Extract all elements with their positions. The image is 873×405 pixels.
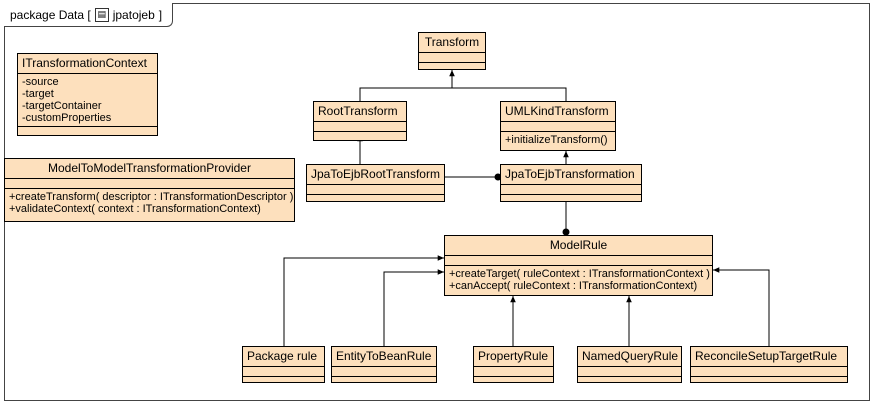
operations-compartment: +initializeTransform() xyxy=(501,131,615,148)
class-name: ModelToModelTransformationProvider xyxy=(48,161,251,175)
diagram-icon: ▤ xyxy=(94,7,109,22)
class-name: UMLKindTransform xyxy=(505,104,609,118)
class-name: PropertyRule xyxy=(478,349,549,363)
operations-compartment xyxy=(419,62,485,72)
class-entity-to-bean-rule[interactable]: EntityToBeanRule xyxy=(331,346,437,383)
operations-compartment xyxy=(474,376,553,386)
class-i-transformation-context[interactable]: ITransformationContext -source -target -… xyxy=(17,53,158,136)
attributes-compartment: -source -target -targetContainer -custom… xyxy=(18,73,157,126)
attributes-compartment xyxy=(578,366,681,376)
class-name: ReconcileSetupTargetRule xyxy=(695,349,838,363)
class-name: Package rule xyxy=(247,349,318,363)
attribute-custom-properties: -customProperties xyxy=(22,112,112,124)
operation-create-transform: +createTransform( descriptor : ITransfor… xyxy=(9,191,294,203)
operation-can-accept: +canAccept( ruleContext : ITransformatio… xyxy=(449,280,698,292)
operations-compartment xyxy=(243,376,324,386)
class-jpa-to-ejb-root-transform[interactable]: JpaToEjbRootTransform xyxy=(306,164,445,202)
attributes-compartment xyxy=(243,366,324,376)
operations-compartment xyxy=(578,376,681,386)
class-named-query-rule[interactable]: NamedQueryRule xyxy=(577,346,682,383)
class-name: ITransformationContext xyxy=(22,56,147,70)
edge-entitytobean-to-modelrule xyxy=(383,269,444,346)
operations-compartment xyxy=(314,131,406,141)
attributes-compartment xyxy=(332,366,436,376)
attributes-compartment xyxy=(501,184,641,194)
class-model-rule[interactable]: ModelRule +createTarget( ruleContext : I… xyxy=(444,235,713,296)
operations-compartment xyxy=(307,194,444,204)
edge-reconcile-to-modelrule xyxy=(713,267,770,346)
attribute-target-container: -targetContainer xyxy=(22,100,102,112)
operation-validate-context: +validateContext( context : ITransformat… xyxy=(9,203,261,215)
class-root-transform[interactable]: RootTransform xyxy=(313,101,407,141)
class-transform[interactable]: Transform xyxy=(418,32,486,70)
class-name: JpaToEjbRootTransform xyxy=(311,167,440,181)
edge-packagerule-to-modelrule xyxy=(283,255,444,346)
operations-compartment xyxy=(18,126,157,136)
class-uml-kind-transform[interactable]: UMLKindTransform +initializeTransform() xyxy=(500,101,616,151)
class-name: RootTransform xyxy=(318,104,398,118)
edge-umlkind-to-transform xyxy=(452,87,567,101)
class-name: ModelRule xyxy=(549,238,608,252)
class-package-rule[interactable]: Package rule xyxy=(242,346,325,383)
class-model-to-model-transformation-provider[interactable]: ModelToModelTransformationProvider +crea… xyxy=(4,158,295,222)
operations-compartment: +createTransform( descriptor : ITransfor… xyxy=(5,188,294,217)
operations-compartment xyxy=(332,376,436,386)
class-name: Transform xyxy=(424,35,480,49)
edge-root-to-transform xyxy=(359,70,455,101)
operations-compartment xyxy=(501,194,641,204)
attributes-compartment xyxy=(445,255,712,265)
attributes-compartment xyxy=(501,121,615,131)
frame-label-suffix: ] xyxy=(158,7,163,22)
attributes-compartment xyxy=(5,178,294,188)
attributes-compartment xyxy=(419,52,485,62)
operation-create-target: +createTarget( ruleContext : ITransforma… xyxy=(449,268,710,280)
attribute-source: -source xyxy=(22,76,59,88)
attributes-compartment xyxy=(314,121,406,131)
class-reconcile-setup-target-rule[interactable]: ReconcileSetupTargetRule xyxy=(690,346,848,383)
frame-label-prefix: package Data [ xyxy=(10,7,91,22)
attributes-compartment xyxy=(691,366,847,376)
operations-compartment: +createTarget( ruleContext : ITransforma… xyxy=(445,265,712,294)
attributes-compartment xyxy=(474,366,553,376)
composition-dot-jpatrans xyxy=(494,173,502,181)
attribute-target: -target xyxy=(22,88,54,100)
class-property-rule[interactable]: PropertyRule xyxy=(473,346,554,383)
composition-dot-modelrule xyxy=(562,228,570,236)
class-name: NamedQueryRule xyxy=(582,349,679,363)
operations-compartment xyxy=(691,376,847,386)
diagram-name: jpatojeb xyxy=(112,7,155,22)
class-jpa-to-ejb-transformation[interactable]: JpaToEjbTransformation xyxy=(500,164,642,202)
operation-initialize-transform: +initializeTransform() xyxy=(505,134,608,146)
attributes-compartment xyxy=(307,184,444,194)
class-name: EntityToBeanRule xyxy=(336,349,432,363)
class-name: JpaToEjbTransformation xyxy=(505,167,635,181)
package-frame-label: package Data [ ▤ jpatojeb ] xyxy=(4,3,174,27)
